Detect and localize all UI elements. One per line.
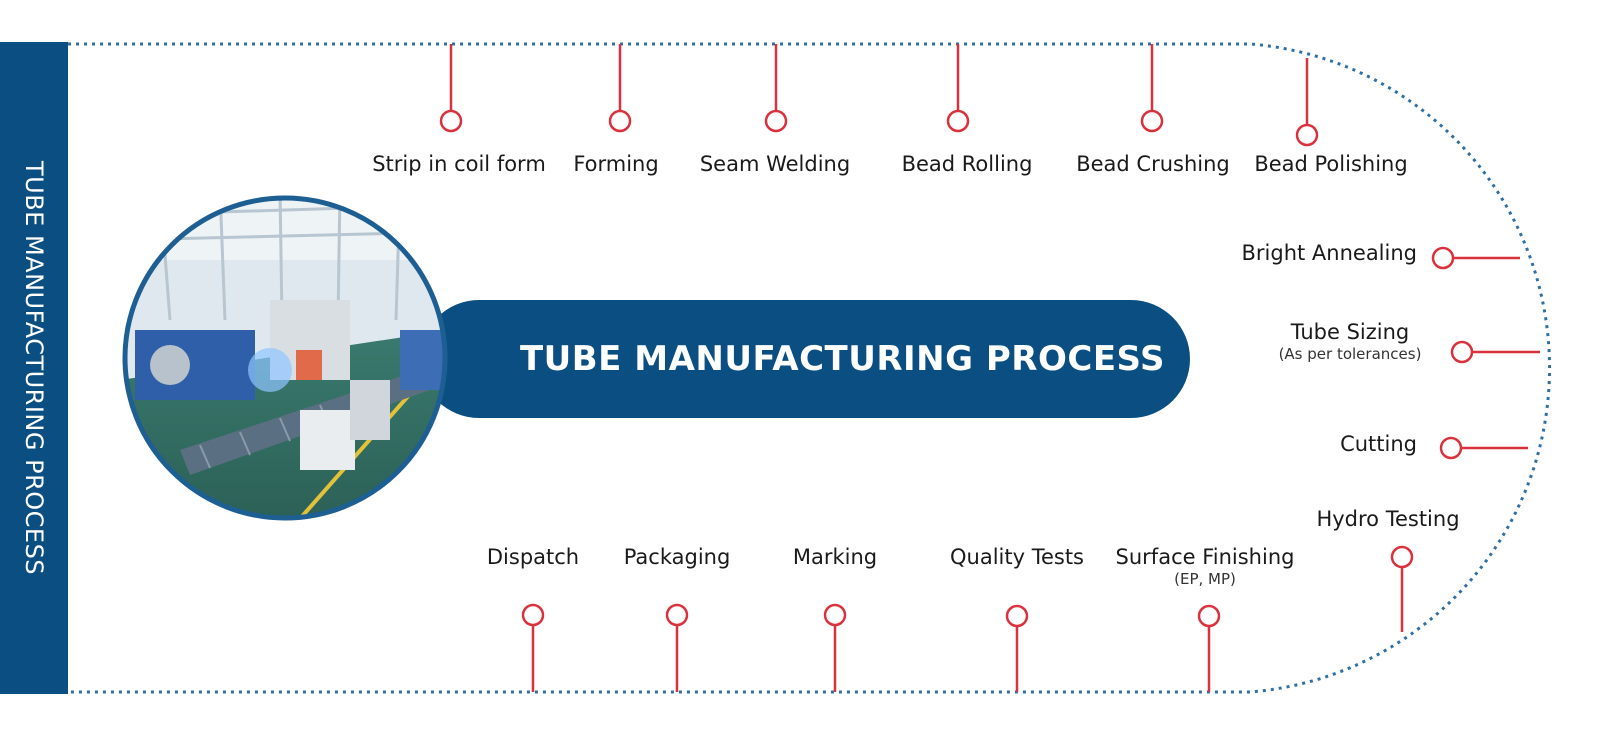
step-marker bbox=[521, 603, 545, 627]
step-forming: Forming bbox=[573, 152, 659, 176]
step-seam-welding: Seam Welding bbox=[699, 152, 851, 176]
step-marker bbox=[1140, 109, 1164, 133]
step-marker bbox=[764, 109, 788, 133]
process-track bbox=[68, 42, 1551, 694]
side-banner bbox=[0, 42, 68, 694]
step-marker bbox=[946, 109, 970, 133]
step-bright-annealing: Bright Annealing bbox=[1241, 241, 1417, 265]
connectors-bottom bbox=[521, 603, 1221, 692]
step-marker bbox=[1197, 604, 1221, 628]
step-marker bbox=[1450, 340, 1474, 364]
step-surface-finishing: Surface Finishing(EP, MP) bbox=[1115, 545, 1295, 589]
step-bead-crushing: Bead Crushing bbox=[1076, 152, 1230, 176]
step-packaging: Packaging bbox=[623, 545, 731, 569]
step-marker bbox=[823, 603, 847, 627]
step-marker bbox=[1005, 604, 1029, 628]
photo-border bbox=[122, 195, 448, 521]
step-bead-rolling: Bead Rolling bbox=[901, 152, 1033, 176]
step-marking: Marking bbox=[792, 545, 878, 569]
step-strip-in-coil-form: Strip in coil form bbox=[372, 152, 546, 176]
connectors-top bbox=[439, 44, 1319, 147]
step-surface-finishing-note: (EP, MP) bbox=[1174, 570, 1236, 589]
main-title-pill bbox=[420, 300, 1190, 418]
step-hydro-testing: Hydro Testing bbox=[1316, 507, 1460, 531]
factory-photo bbox=[125, 198, 445, 518]
main-title: TUBE MANUFACTURING PROCESS bbox=[519, 339, 1166, 379]
step-tube-sizing: Tube Sizing(As per tolerances) bbox=[1278, 320, 1422, 364]
connectors-right bbox=[1390, 246, 1540, 632]
step-bead-polishing: Bead Polishing bbox=[1254, 152, 1408, 176]
step-marker bbox=[1431, 246, 1455, 270]
step-marker bbox=[1295, 123, 1319, 147]
step-marker bbox=[608, 109, 632, 133]
step-marker bbox=[439, 109, 463, 133]
step-dispatch: Dispatch bbox=[486, 545, 580, 569]
step-marker bbox=[1390, 545, 1414, 569]
step-cutting: Cutting bbox=[1340, 432, 1417, 456]
step-marker bbox=[665, 603, 689, 627]
step-quality-tests: Quality Tests bbox=[949, 545, 1085, 569]
side-banner-title: TUBE MANUFACTURING PROCESS bbox=[20, 160, 48, 576]
step-tube-sizing-note: (As per tolerances) bbox=[1278, 345, 1422, 364]
step-marker bbox=[1439, 436, 1463, 460]
